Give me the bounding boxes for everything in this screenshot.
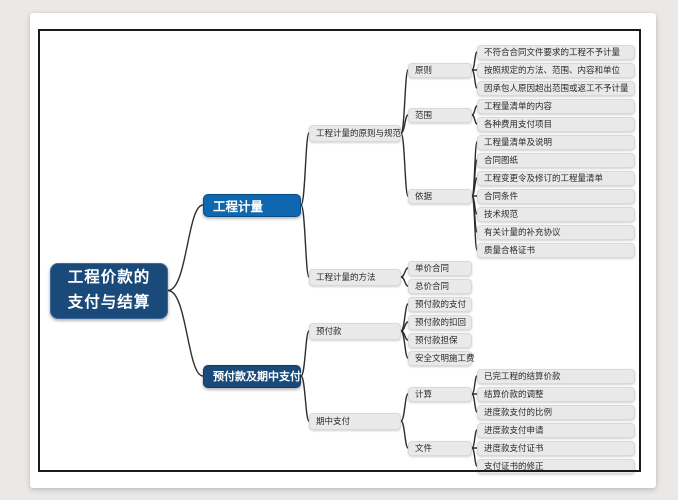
connector-line: [400, 420, 409, 449]
mindmap-node[interactable]: 按照规定的方法、范围、内容和单位: [477, 62, 635, 78]
mindmap-node[interactable]: 预付款的扣回: [408, 314, 472, 330]
mindmap-node[interactable]: 支付证书的修正: [477, 458, 635, 474]
node-label: 工程价款的: [67, 269, 151, 287]
mindmap-node[interactable]: 原则: [408, 62, 472, 78]
mindmap-node[interactable]: 依据: [408, 188, 472, 204]
connector-line: [471, 195, 478, 251]
mindmap-node[interactable]: 预付款担保: [408, 332, 472, 348]
node-label: 支付与结算: [67, 293, 151, 311]
mindmap-node[interactable]: 范围: [408, 107, 472, 123]
connector-line: [300, 132, 310, 206]
connector-line: [400, 393, 409, 422]
mindmap-node[interactable]: 有关计量的补充协议: [477, 224, 635, 240]
mindmap-node[interactable]: 文件: [408, 440, 472, 456]
mindmap-node[interactable]: 进度款支付证书: [477, 440, 635, 456]
connector-line: [300, 204, 310, 278]
mindmap-node[interactable]: 预付款: [309, 322, 401, 340]
mindmap-node[interactable]: 合同图纸: [477, 152, 635, 168]
connector-line: [400, 132, 409, 197]
mindmap-node[interactable]: 总价合同: [408, 278, 472, 294]
mindmap-root-node[interactable]: 工程价款的支付与结算: [50, 262, 168, 319]
connector-line: [167, 289, 204, 377]
connector-line: [300, 375, 310, 422]
mindmap-node[interactable]: 工程量清单及说明: [477, 134, 635, 150]
mindmap-node[interactable]: 工程量清单的内容: [477, 98, 635, 114]
mindmap-node[interactable]: 单价合同: [408, 260, 472, 276]
mindmap-node[interactable]: 工程变更令及修订的工程量清单: [477, 170, 635, 186]
connector-line: [471, 114, 478, 125]
mindmap-node[interactable]: 技术规范: [477, 206, 635, 222]
mindmap-node[interactable]: 合同条件: [477, 188, 635, 204]
mindmap-node[interactable]: 计算: [408, 386, 472, 402]
mindmap-node[interactable]: 因承包人原因超出范围或返工不予计量: [477, 80, 635, 96]
mindmap-node[interactable]: 各种费用支付项目: [477, 116, 635, 132]
connector-line: [400, 276, 409, 287]
mindmap-node[interactable]: 结算价款的调整: [477, 386, 635, 402]
connector-line: [300, 330, 310, 377]
mindmap-node[interactable]: 预付款及期中支付: [203, 364, 301, 388]
connector-line: [400, 330, 409, 359]
connector-line: [167, 204, 204, 292]
mindmap-node[interactable]: 已完工程的结算价款: [477, 368, 635, 384]
mindmap-node[interactable]: 进度款支付的比例: [477, 404, 635, 420]
mindmap-node[interactable]: 不符合合同文件要求的工程不予计量: [477, 44, 635, 60]
mindmap-node[interactable]: 质量合格证书: [477, 242, 635, 258]
mindmap-node[interactable]: 工程计量的原则与规范: [309, 124, 401, 142]
connector-line: [471, 393, 478, 413]
mindmap-node[interactable]: 进度款支付申请: [477, 422, 635, 438]
mindmap-node[interactable]: 工程计量的方法: [309, 268, 401, 286]
mindmap-node[interactable]: 工程计量: [203, 193, 301, 217]
connector-line: [400, 114, 409, 134]
connector-line: [471, 69, 478, 89]
mindmap-node[interactable]: 安全文明施工费: [408, 350, 475, 366]
connector-line: [400, 69, 409, 134]
mindmap-node[interactable]: 期中支付: [309, 412, 401, 430]
connector-line: [471, 447, 478, 467]
mindmap-node[interactable]: 预付款的支付: [408, 296, 472, 312]
